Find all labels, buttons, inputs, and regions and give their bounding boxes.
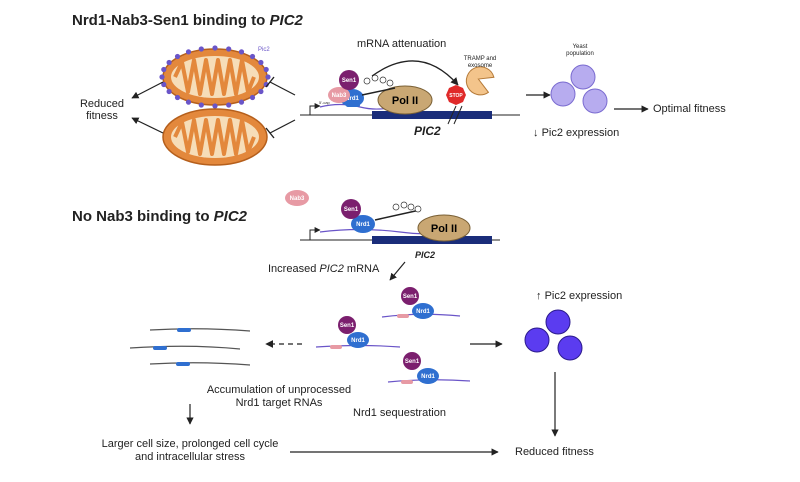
five-cap-1: 5'-cap	[319, 100, 331, 105]
sen1-label-2: Sen1	[344, 207, 359, 213]
larger-cell-label: Larger cell size, prolonged cell cycle a…	[101, 438, 279, 463]
pic2-dot	[212, 103, 218, 109]
sequestration-label: Nrd1 sequestration	[353, 407, 446, 419]
guaa-site-1	[346, 103, 360, 107]
pic2-dot	[249, 94, 256, 101]
pic2-expression-up: ↑ Pic2 expression	[536, 290, 622, 302]
yeast-population-light	[550, 64, 608, 114]
inhibition-arrow-bottom	[265, 119, 296, 139]
section2-title: No Nab3 binding to PIC2	[72, 208, 247, 225]
mitochondrion-with-pic2	[159, 45, 271, 109]
mitochondrion-plain	[162, 108, 268, 166]
reduced-fitness-label-2: Reduced fitness	[515, 446, 594, 458]
increased-suffix: mRNA	[343, 263, 380, 275]
up-arrow-icon: ↑	[536, 290, 542, 302]
stop-label: STOP	[449, 93, 463, 99]
increased-prefix: Increased	[268, 263, 320, 275]
mrna-attenuation-label: mRNA attenuation	[357, 38, 447, 50]
section1-title: Nrd1-Nab3-Sen1 binding to PIC2	[72, 12, 303, 29]
pic2-dot	[249, 53, 256, 60]
nrd1-label-2: Nrd1	[356, 222, 370, 228]
pic2-dot	[226, 46, 232, 52]
section2-title-text: No Nab3 binding to	[72, 208, 214, 225]
section2-title-gene: PIC2	[213, 208, 248, 225]
nab3-protein-1	[328, 87, 350, 103]
gene-label-2: PIC2	[415, 250, 436, 260]
sen1-label-4: Sen1	[340, 323, 355, 329]
pic2-dot	[174, 94, 181, 101]
pic2-dot	[166, 88, 172, 95]
increased-gene: PIC2	[319, 263, 344, 275]
nrd1-label-4: Nrd1	[351, 338, 365, 344]
pic2-dot	[185, 49, 192, 55]
optimal-fitness-label: Optimal fitness	[653, 103, 726, 115]
pic2-expression-text-1: Pic2 expression	[541, 127, 620, 139]
exosome-icon	[465, 66, 495, 96]
pic2-tag: Pic2	[258, 47, 270, 53]
unprocessed-rnas	[129, 328, 251, 366]
pic2-dot	[159, 74, 165, 80]
down-arrow-icon: ↓	[533, 127, 539, 139]
increased-mrna-label: Increased PIC2 mRNA	[268, 263, 379, 275]
nab3-free-label: Nab3	[290, 196, 305, 202]
pol-ii-label-2: Pol II	[431, 223, 457, 235]
pol-ii-2	[417, 214, 471, 242]
nrd1-label-3: Nrd1	[416, 309, 430, 315]
sequestered-transcript-top: Nrd1 Sen1	[381, 287, 461, 319]
pic2-dot	[238, 49, 245, 55]
pic2-expression-down: ↓ Pic2 expression	[533, 127, 619, 139]
accumulation-label: Accumulation of unprocessed Nrd1 target …	[206, 384, 352, 409]
yeast-population-label: Yeast population	[566, 44, 594, 57]
nab3-free	[285, 190, 309, 206]
arrow-mito2-fitness	[131, 117, 164, 134]
arrow-mito1-fitness	[131, 81, 164, 99]
stop-sign	[446, 85, 466, 105]
pic2-dot	[265, 74, 271, 80]
pic2-dot	[212, 45, 218, 51]
sen1-label-3: Sen1	[403, 294, 418, 300]
pic2-transporter-dots	[159, 45, 271, 109]
sequestered-transcript-mid: Nrd1 Sen1	[315, 316, 401, 349]
pic2-dot	[198, 102, 204, 108]
arrow-increased-mrna	[389, 261, 406, 281]
ctd-phosphates-1	[361, 74, 396, 96]
ctd-phosphates-2	[374, 201, 422, 221]
sen1-label-1: Sen1	[342, 78, 357, 84]
gene-label-1: PIC2	[414, 124, 441, 138]
nrd1-protein-2	[351, 215, 375, 233]
inhibition-arrow-top	[265, 76, 296, 96]
tramp-exosome-label: TRAMP and exosome	[463, 56, 497, 69]
pic2-dot	[258, 88, 264, 95]
pic2-expression-text-2: Pic2 expression	[544, 290, 623, 302]
pic2-dot	[161, 81, 167, 88]
reduced-fitness-label-1: Reduced fitness	[79, 98, 125, 122]
nrd1-label-5: Nrd1	[421, 374, 435, 380]
pic2-dot	[174, 53, 181, 60]
sen1-protein-2	[341, 199, 361, 219]
sen1-protein-1	[339, 70, 359, 90]
pic2-dot	[226, 102, 232, 108]
nrd1-label-1: Nrd1	[345, 96, 359, 102]
pol-ii-label-1: Pol II	[392, 95, 418, 107]
pic2-dot	[263, 66, 269, 73]
pic2-dot	[258, 59, 264, 66]
section1-title-gene: PIC2	[269, 12, 303, 29]
pic2-dot	[161, 66, 167, 73]
pol-ii-1	[377, 85, 433, 115]
nab3-label-1: Nab3	[332, 93, 347, 99]
yeast-population-dark	[524, 309, 583, 361]
pic2-dot	[166, 59, 172, 66]
sequestered-transcript-bottom: Nrd1 Sen1	[387, 352, 471, 384]
gene-locus-1	[300, 103, 520, 125]
section1-title-text: Nrd1-Nab3-Sen1 binding to	[72, 12, 270, 29]
sen1-label-5: Sen1	[405, 359, 420, 365]
attenuation-arrow	[371, 60, 459, 86]
pic2-dot	[185, 99, 192, 105]
pic2-dot	[238, 99, 245, 105]
pic2-dot	[198, 46, 204, 52]
